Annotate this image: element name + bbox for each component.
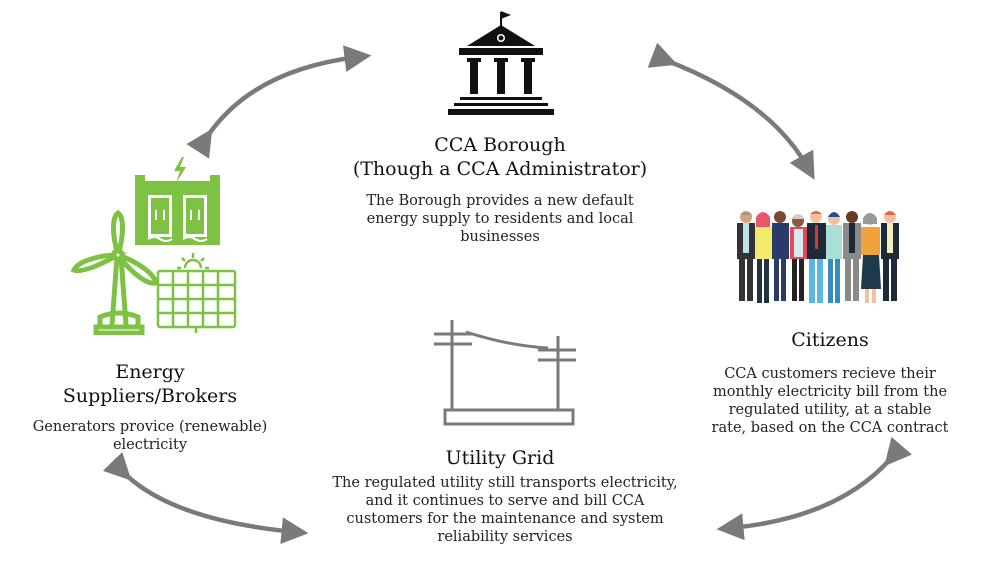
suppliers-desc-line: Generators provice (renewable) [32, 419, 268, 435]
arrow-suppliers-borough [186, 45, 372, 159]
borough-desc-line: energy supply to residents and local [366, 211, 634, 227]
group-of-people-icon [737, 211, 899, 303]
borough-title-line1: CCA Borough [434, 134, 566, 156]
power-lines-icon [434, 320, 576, 426]
suppliers-description: Generators provice (renewable) electrici… [0, 418, 300, 454]
grid-title: Utility Grid [445, 447, 555, 469]
grid-desc-line: reliability services [437, 529, 573, 545]
borough-description: The Borough provides a new default energ… [300, 192, 700, 246]
borough-desc-line: businesses [460, 229, 540, 245]
suppliers-title: Energy Suppliers/Brokers [40, 360, 260, 408]
grid-desc-line: The regulated utility still transports e… [332, 475, 678, 491]
arrow-grid-suppliers [102, 451, 309, 545]
citizens-desc-line: CCA customers recieve their [724, 366, 936, 382]
citizens-title: Citizens [791, 329, 869, 351]
borough-title: CCA Borough (Though a CCA Administrator) [300, 133, 700, 181]
hydro-dam-icon [135, 157, 220, 245]
grid-desc-line: and it continues to serve and bill CCA [365, 493, 645, 509]
government-building-icon [448, 11, 554, 115]
citizens-description: CCA customers recieve their monthly elec… [680, 365, 980, 437]
citizens-desc-line: rate, based on the CCA contract [711, 420, 949, 436]
grid-desc-line: customers for the maintenance and system [346, 511, 664, 527]
citizens-desc-line: monthly electricity bill from the [712, 384, 948, 400]
citizens-desc-line: regulated utility, at a stable [728, 402, 932, 418]
suppliers-title-line2: Suppliers/Brokers [62, 385, 238, 407]
wind-turbine-icon [70, 209, 159, 335]
renewable-energy-icon [70, 157, 237, 335]
grid-description: The regulated utility still transports e… [290, 474, 720, 546]
arrow-borough-citizens [647, 42, 815, 180]
suppliers-desc-line: electricity [112, 437, 188, 453]
solar-panel-icon [156, 253, 237, 333]
borough-desc-line: The Borough provides a new default [366, 193, 634, 209]
arrow-citizens-grid [716, 436, 913, 541]
borough-title-line2: (Though a CCA Administrator) [352, 158, 648, 180]
suppliers-title-line1: Energy [115, 361, 185, 383]
person-figures [737, 211, 899, 303]
